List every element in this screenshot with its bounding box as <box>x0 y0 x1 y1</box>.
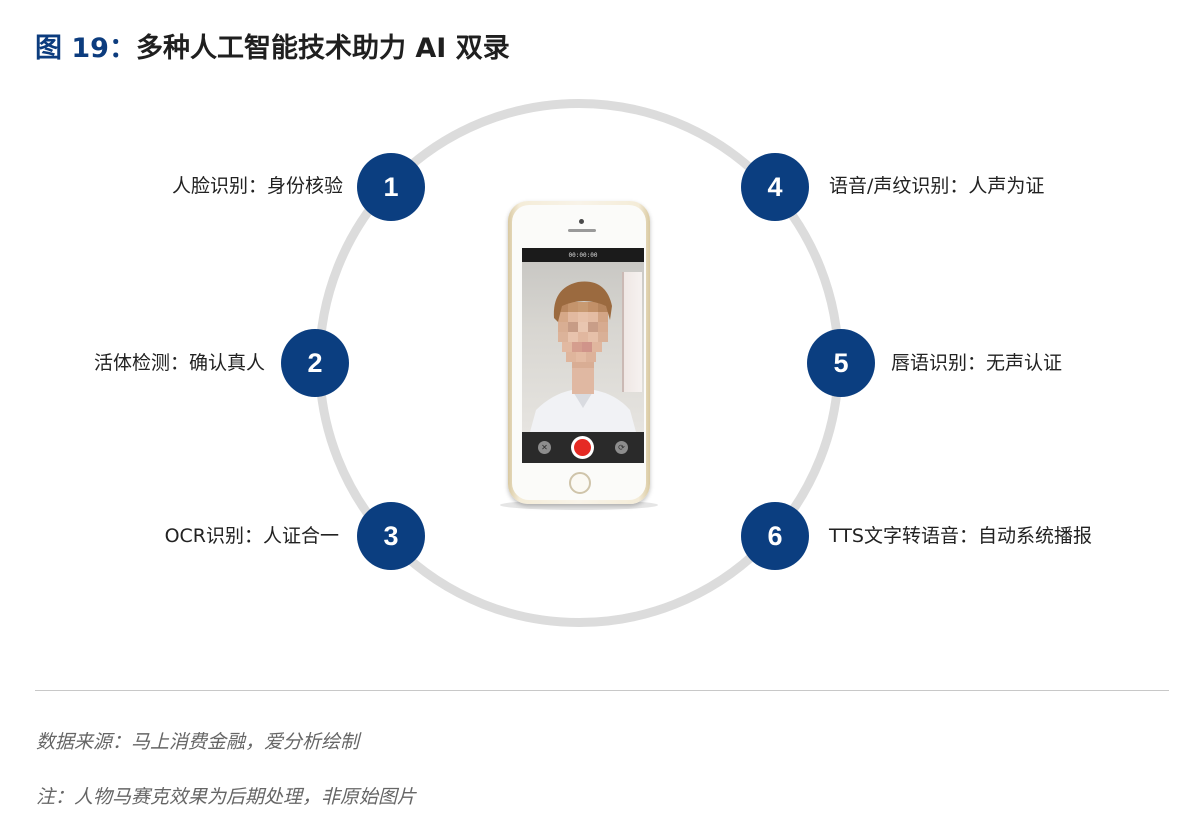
node-3-label: OCR识别：人证合一 <box>164 525 339 547</box>
node-5-label: 唇语识别：无声认证 <box>891 352 1063 374</box>
front-camera <box>579 219 584 224</box>
pixelated-portrait <box>530 281 636 432</box>
node-3-badge: 3 <box>357 502 425 570</box>
node-1-badge: 1 <box>357 153 425 221</box>
background-window <box>622 272 642 392</box>
node-4-badge: 4 <box>741 153 809 221</box>
figure-title: 图 19：多种人工智能技术助力 AI 双录 <box>35 26 510 65</box>
smartphone-illustration: 00:00:00 <box>508 201 650 504</box>
node-5-badge: 5 <box>807 329 875 397</box>
node-2-badge: 2 <box>281 329 349 397</box>
mosaic-note: 注：人物马赛克效果为后期处理，非原始图片 <box>36 786 417 808</box>
video-preview <box>522 262 644 432</box>
footer-divider <box>35 690 1169 691</box>
source-note: 数据来源：马上消费金融，爱分析绘制 <box>36 731 360 753</box>
node-6-badge: 6 <box>741 502 809 570</box>
node-2-label: 活体检测：确认真人 <box>93 352 265 374</box>
camera-switch-icon: ⟳ <box>615 441 628 454</box>
phone-face: 00:00:00 <box>512 205 646 500</box>
close-icon: ✕ <box>538 441 551 454</box>
node-1-label: 人脸识别：身份核验 <box>171 175 343 197</box>
phone-shadow <box>500 500 658 510</box>
phone-screen: 00:00:00 <box>522 248 644 463</box>
figure-title-text: 多种人工智能技术助力 AI 双录 <box>135 33 510 64</box>
home-button <box>569 472 591 494</box>
node-4-label: 语音/声纹识别：人声为证 <box>829 175 1045 197</box>
recording-timer: 00:00:00 <box>522 248 644 262</box>
earpiece-speaker <box>568 229 596 232</box>
record-icon <box>571 436 594 459</box>
figure-number: 图 19： <box>35 33 136 64</box>
node-6-label: TTS文字转语音：自动系统播报 <box>829 525 1092 547</box>
camera-controls: ✕ ⟳ <box>522 432 644 463</box>
